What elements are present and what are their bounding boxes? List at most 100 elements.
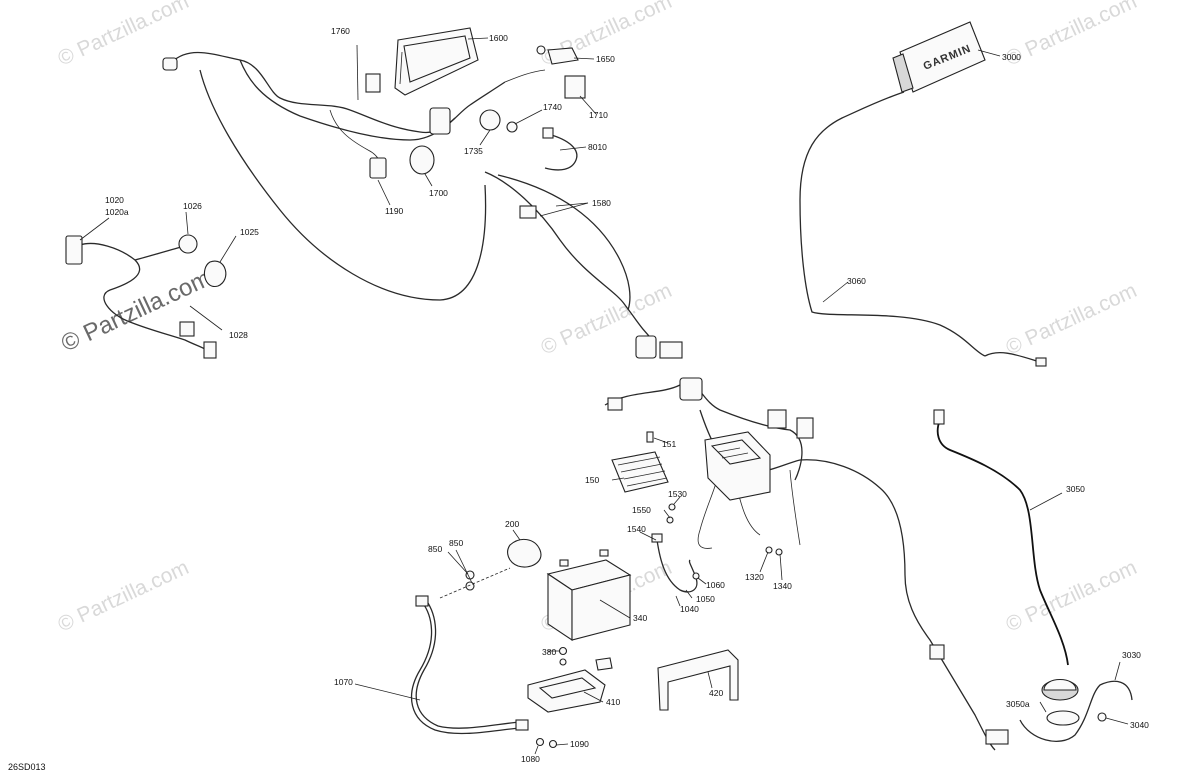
harness-end-connector xyxy=(162,57,178,71)
callout-850-a: 850 xyxy=(428,544,442,554)
harness-connector xyxy=(179,321,195,337)
ground-cable-1040 xyxy=(656,539,698,593)
socket-1735 xyxy=(479,109,501,131)
screw-380 xyxy=(558,646,568,656)
callout-1070: 1070 xyxy=(334,677,353,687)
connector-1650 xyxy=(547,47,579,65)
nut-1340 xyxy=(775,548,783,556)
harness-junction xyxy=(429,107,451,135)
socket-bracket-1025 xyxy=(203,260,227,287)
antenna-dome xyxy=(1043,678,1077,691)
screw-151 xyxy=(646,431,654,443)
dashboard-harness-group xyxy=(162,27,586,301)
watermark-layer: © Partzilla.com © Partzilla.com © Partzi… xyxy=(54,0,1140,637)
battery-terminal xyxy=(599,549,609,557)
cable-terminal xyxy=(515,719,529,731)
callout-3050: 3050 xyxy=(1066,484,1085,494)
callout-labels: 1760 1600 1650 1710 1740 1735 8010 1700 … xyxy=(105,26,1149,764)
callout-200: 200 xyxy=(505,519,519,529)
callout-1550: 1550 xyxy=(632,505,651,515)
callout-1760: 1760 xyxy=(331,26,350,36)
callout-1320: 1320 xyxy=(745,572,764,582)
harness-connector xyxy=(767,409,787,429)
battery-strap-420 xyxy=(657,649,739,711)
callout-1580: 1580 xyxy=(592,198,611,208)
callout-380: 380 xyxy=(542,647,556,657)
relay-1710 xyxy=(564,75,586,99)
auxiliary-harness-branch xyxy=(134,245,186,261)
starter-group xyxy=(410,538,558,749)
harness-branch xyxy=(697,469,721,549)
harness-connector xyxy=(635,335,657,359)
callout-1025: 1025 xyxy=(240,227,259,237)
callout-1600: 1600 xyxy=(489,33,508,43)
callout-1740: 1740 xyxy=(543,102,562,112)
callout-1700: 1700 xyxy=(429,188,448,198)
harness-connector xyxy=(203,341,217,359)
cable-terminal xyxy=(415,595,429,607)
voltage-regulator-150 xyxy=(611,431,669,493)
callout-1090: 1090 xyxy=(570,739,589,749)
callout-1530: 1530 xyxy=(668,489,687,499)
callout-850-b: 850 xyxy=(449,538,463,548)
diagram-code: 26SD013 xyxy=(8,762,46,772)
callout-1340: 1340 xyxy=(773,581,792,591)
screw-1320 xyxy=(765,546,773,554)
main-harness-1580-branch xyxy=(497,174,631,311)
screw-380 xyxy=(559,658,567,666)
fuse-holder-1020 xyxy=(65,235,83,265)
antenna-gasket xyxy=(1046,710,1080,726)
callout-1710: 1710 xyxy=(589,110,608,120)
callout-150: 150 xyxy=(585,475,599,485)
washer-1550 xyxy=(666,516,674,524)
antenna-bracket-cable-3030 xyxy=(1019,680,1133,742)
nut-1090 xyxy=(548,739,558,749)
callout-1028: 1028 xyxy=(229,330,248,340)
callout-3040: 3040 xyxy=(1130,720,1149,730)
callout-1080: 1080 xyxy=(521,754,540,764)
auxiliary-harness-group xyxy=(65,234,227,359)
callout-1190: 1190 xyxy=(385,206,404,216)
battery-cable-1070 xyxy=(410,601,521,735)
watermark: © Partzilla.com xyxy=(1002,279,1140,360)
callout-3050a: 3050a xyxy=(1006,699,1030,709)
cable-terminal xyxy=(651,533,663,543)
callout-1050: 1050 xyxy=(696,594,715,604)
nut-1740 xyxy=(506,121,518,133)
nut-1080 xyxy=(535,737,545,747)
gps-cable-end xyxy=(984,352,1041,363)
callout-1060: 1060 xyxy=(706,580,725,590)
harness-connector xyxy=(607,397,623,411)
gps-cable-3060 xyxy=(799,91,986,357)
harness-connector xyxy=(679,377,703,401)
tray-tab xyxy=(595,657,613,671)
dashboard-harness-lower xyxy=(199,69,487,301)
connector-1700 xyxy=(409,145,435,175)
central-harness xyxy=(604,383,803,481)
harness-clip xyxy=(519,205,537,219)
callout-1020: 1020 xyxy=(105,195,124,205)
callout-340: 340 xyxy=(633,613,647,623)
main-harness-1580-group xyxy=(484,171,683,359)
fuse-box xyxy=(704,431,771,501)
nut-850 xyxy=(465,581,475,591)
starter-solenoid-200 xyxy=(507,538,542,568)
instrument-cluster-1600 xyxy=(394,27,479,96)
callout-1020a: 1020a xyxy=(105,207,129,217)
callout-1040: 1040 xyxy=(680,604,699,614)
harness-connector xyxy=(929,644,945,660)
connector-lead xyxy=(504,69,546,83)
watermark: © Partzilla.com xyxy=(54,556,192,637)
harness-branch xyxy=(789,469,801,546)
callout-1026: 1026 xyxy=(183,201,202,211)
nut-1060 xyxy=(692,572,700,580)
harness-connector xyxy=(985,729,1009,745)
antenna-connector xyxy=(933,409,945,425)
callout-8010: 8010 xyxy=(588,142,607,152)
nut-3040 xyxy=(1097,712,1107,722)
antenna-cable-3050 xyxy=(936,419,1069,666)
connector-1190 xyxy=(369,157,387,179)
garmin-display-3000: GARMIN xyxy=(892,21,986,93)
gps-connector xyxy=(1035,357,1047,367)
callout-1650: 1650 xyxy=(596,54,615,64)
